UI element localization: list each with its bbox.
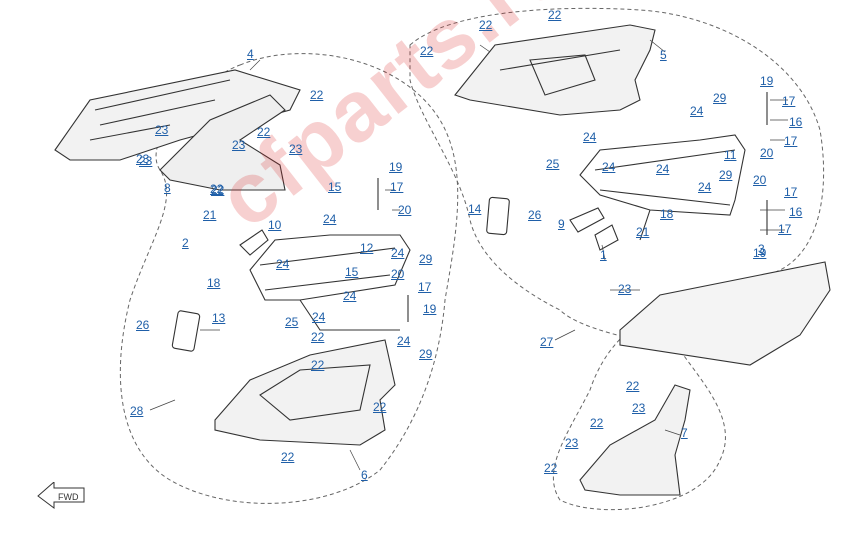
callout-22[interactable]: 22 [281,450,295,464]
callout-13[interactable]: 13 [212,311,226,325]
callout-20[interactable]: 20 [753,173,767,187]
callout-27[interactable]: 27 [540,335,554,349]
part-5-panel [454,24,656,116]
callout-26[interactable]: 26 [528,208,542,222]
callout-21[interactable]: 21 [636,225,650,239]
part-8-trim [159,94,286,191]
callout-22[interactable]: 22 [310,88,324,102]
callout-24[interactable]: 24 [391,246,405,260]
callout-23[interactable]: 23 [155,123,169,137]
callout-22[interactable]: 22 [548,8,562,22]
callout-28[interactable]: 28 [130,404,144,418]
callout-15[interactable]: 15 [328,180,342,194]
callout-17[interactable]: 17 [784,134,798,148]
callout-23[interactable]: 23 [139,154,153,168]
callout-17[interactable]: 17 [782,94,796,108]
callout-29[interactable]: 29 [419,252,433,266]
forward-arrow-icon: FWD [36,480,88,517]
callout-23[interactable]: 23 [136,152,150,166]
callout-18[interactable]: 18 [660,207,674,221]
fwd-label: FWD [58,492,79,502]
callout-1[interactable]: 1 [600,248,607,262]
group-outline-28 [119,53,459,504]
callout-22[interactable]: 22 [544,461,558,475]
callout-24[interactable]: 24 [602,160,616,174]
part-11-frame [579,134,746,216]
callout-24[interactable]: 24 [323,212,337,226]
callout-20[interactable]: 20 [391,267,405,281]
callout-24[interactable]: 24 [656,162,670,176]
callout-19[interactable]: 19 [753,246,767,260]
callout-24[interactable]: 24 [343,289,357,303]
callout-25[interactable]: 25 [285,315,299,329]
callout-23[interactable]: 23 [632,401,646,415]
part-13-plate [171,310,201,352]
part-14-plate [486,196,510,236]
callout-26[interactable]: 26 [136,318,150,332]
callout-16[interactable]: 16 [789,115,803,129]
callout-22[interactable]: 22 [626,379,640,393]
callout-25[interactable]: 25 [546,157,560,171]
callout-22[interactable]: 22 [257,125,271,139]
callout-23[interactable]: 23 [618,282,632,296]
part-6-panel [214,339,396,446]
callout-24[interactable]: 24 [397,334,411,348]
part-1-latch [594,224,619,251]
part-7-trim [579,384,691,496]
callout-17[interactable]: 17 [778,222,792,236]
callout-29[interactable]: 29 [719,168,733,182]
callout-7[interactable]: 7 [681,426,688,440]
callout-22[interactable]: 22 [373,400,387,414]
callout-23[interactable]: 23 [232,138,246,152]
callout-20[interactable]: 20 [760,146,774,160]
callout-16[interactable]: 16 [789,205,803,219]
callout-22[interactable]: 22 [590,416,604,430]
callout-11[interactable]: 11 [724,148,737,162]
callout-8[interactable]: 8 [164,181,171,195]
callout-24[interactable]: 24 [583,130,597,144]
callout-24[interactable]: 24 [276,257,290,271]
callout-24[interactable]: 24 [690,104,704,118]
callout-22[interactable]: 22 [479,18,493,32]
part-9-bracket [569,207,605,233]
callout-21[interactable]: 21 [203,208,217,222]
callout-3[interactable]: 3 [758,242,765,256]
part-3-panel [619,261,831,366]
callout-15[interactable]: 15 [345,265,359,279]
callout-19[interactable]: 19 [389,160,403,174]
callout-24[interactable]: 24 [698,180,712,194]
callout-24[interactable]: 24 [312,310,326,324]
callout-23[interactable]: 23 [289,142,303,156]
callout-18[interactable]: 18 [207,276,221,290]
callout-17[interactable]: 17 [784,185,798,199]
callout-29[interactable]: 29 [713,91,727,105]
callout-5[interactable]: 5 [660,48,667,62]
callout-17[interactable]: 17 [418,280,432,294]
callout-14[interactable]: 14 [468,202,482,216]
callout-4[interactable]: 4 [247,47,254,61]
callout-2[interactable]: 2 [182,236,189,250]
callout-9[interactable]: 9 [558,217,565,231]
part-10-bracket [239,229,269,256]
group-outline-27 [409,7,825,511]
callout-10[interactable]: 10 [268,218,282,232]
part-12-frame [249,234,411,301]
callout-20[interactable]: 20 [398,203,412,217]
callout-17[interactable]: 17 [390,180,404,194]
callout-19[interactable]: 19 [423,302,437,316]
part-4-panel [54,69,301,161]
callout-22[interactable]: 22 [420,44,434,58]
callout-22[interactable]: 22 [210,182,224,196]
callout-22[interactable]: 22 [311,358,325,372]
callout-22[interactable]: 22 [311,330,325,344]
callout-23[interactable]: 23 [565,436,579,450]
callout-22[interactable]: 22 [211,183,225,197]
callout-12[interactable]: 12 [360,241,374,255]
callout-6[interactable]: 6 [361,468,368,482]
callout-19[interactable]: 19 [760,74,774,88]
callout-29[interactable]: 29 [419,347,433,361]
